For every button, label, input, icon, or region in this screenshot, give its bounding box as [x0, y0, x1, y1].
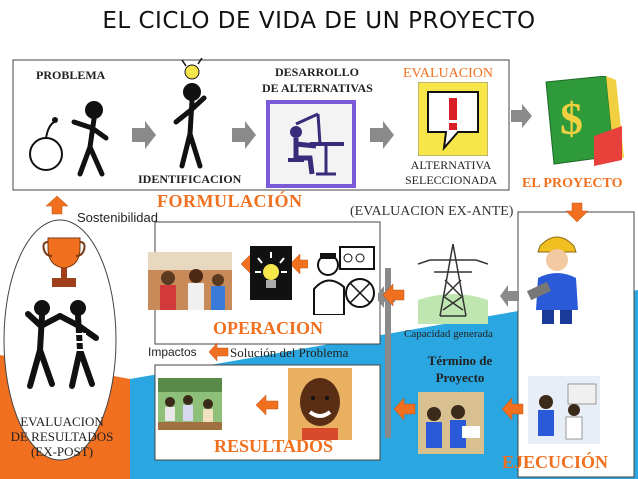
exclamation-bubble-icon — [418, 82, 488, 156]
problema-label: PROBLEMA — [36, 68, 106, 82]
el-proyecto-label: EL PROYECTO — [522, 176, 623, 191]
evaluacion-label: EVALUACION — [403, 66, 493, 81]
desk-worker-icon — [266, 100, 356, 188]
evaluacion-resultados-ellipse — [3, 219, 117, 461]
power-tower-icon — [418, 240, 488, 324]
students-photo-icon — [418, 392, 484, 454]
capacidad-label: Capacidad generada — [404, 328, 493, 340]
alternativa-line2: SELECCIONADA — [405, 173, 497, 187]
arrow-3 — [370, 121, 394, 149]
money-book-icon: $ — [536, 76, 624, 168]
impactos-label: Impactos — [148, 345, 197, 359]
arrow-termino — [393, 397, 416, 421]
arrow-1 — [132, 121, 156, 149]
medical-photo-icon — [528, 376, 600, 444]
market-photo-icon — [148, 252, 232, 310]
desarrollo-line2: DE ALTERNATIVAS — [262, 81, 373, 95]
eval-line2: DE RESULTADOS — [10, 429, 114, 444]
desarrollo-label: DESARROLLO DE ALTERNATIVAS — [262, 64, 373, 96]
operacion-label: OPERACION — [213, 318, 324, 338]
arrow-down-proyecto — [565, 202, 589, 223]
arrow-2 — [232, 121, 256, 149]
ejecucion-label: EJECUCIÓN — [502, 452, 609, 472]
evaluacion-resultados-label: EVALUACION DE RESULTADOS (EX-POST) — [0, 414, 124, 459]
arrow-ejecucion — [501, 397, 524, 421]
formulacion-box — [12, 59, 510, 191]
gray-arrows — [132, 104, 532, 308]
termino-line2: Proyecto — [435, 370, 485, 385]
arrow-impactos — [208, 342, 229, 362]
arrow-res-1 — [255, 394, 279, 416]
sostenibilidad-label: Sostenibilidad — [77, 210, 158, 225]
worker-icon — [524, 230, 590, 324]
eval-line3: (EX-POST) — [30, 444, 94, 459]
lamp-icon — [250, 246, 292, 300]
termino-label: Término de Proyecto — [410, 352, 510, 386]
resultados-label: RESULTADOS — [214, 436, 334, 456]
page-title: EL CICLO DE VIDA DE UN PROYECTO — [102, 8, 536, 34]
desarrollo-line1: DESARROLLO — [274, 65, 360, 79]
ex-ante-label: (EVALUACION EX-ANTE) — [350, 204, 514, 219]
identificacion-label: IDENTIFICACION — [138, 172, 242, 186]
svg-text:$: $ — [560, 93, 583, 144]
alternativa-line1: ALTERNATIVA — [410, 158, 492, 172]
arrow-operacion-in — [382, 283, 405, 307]
arrow-4 — [511, 104, 532, 128]
vertical-divider — [385, 268, 391, 438]
termino-line1: Término de — [427, 353, 493, 368]
bomb-figure-icon — [24, 92, 114, 182]
arrow-5 — [500, 285, 519, 307]
thinking-figure-icon — [168, 58, 228, 170]
solucion-label: Solución del Problema — [230, 345, 349, 360]
classroom-photo-icon — [158, 378, 222, 430]
arrow-up-sostenibilidad — [45, 195, 69, 215]
alternativa-label: ALTERNATIVA SELECCIONADA — [397, 158, 505, 188]
trophy-icon — [42, 234, 86, 290]
handshake-figures-icon — [14, 294, 106, 394]
eval-line1: EVALUACION — [20, 414, 104, 429]
technician-icon — [308, 243, 378, 315]
formulacion-label: FORMULACIÓN — [157, 191, 303, 211]
smiling-child-photo-icon — [288, 368, 352, 440]
orange-arrows — [45, 195, 589, 421]
